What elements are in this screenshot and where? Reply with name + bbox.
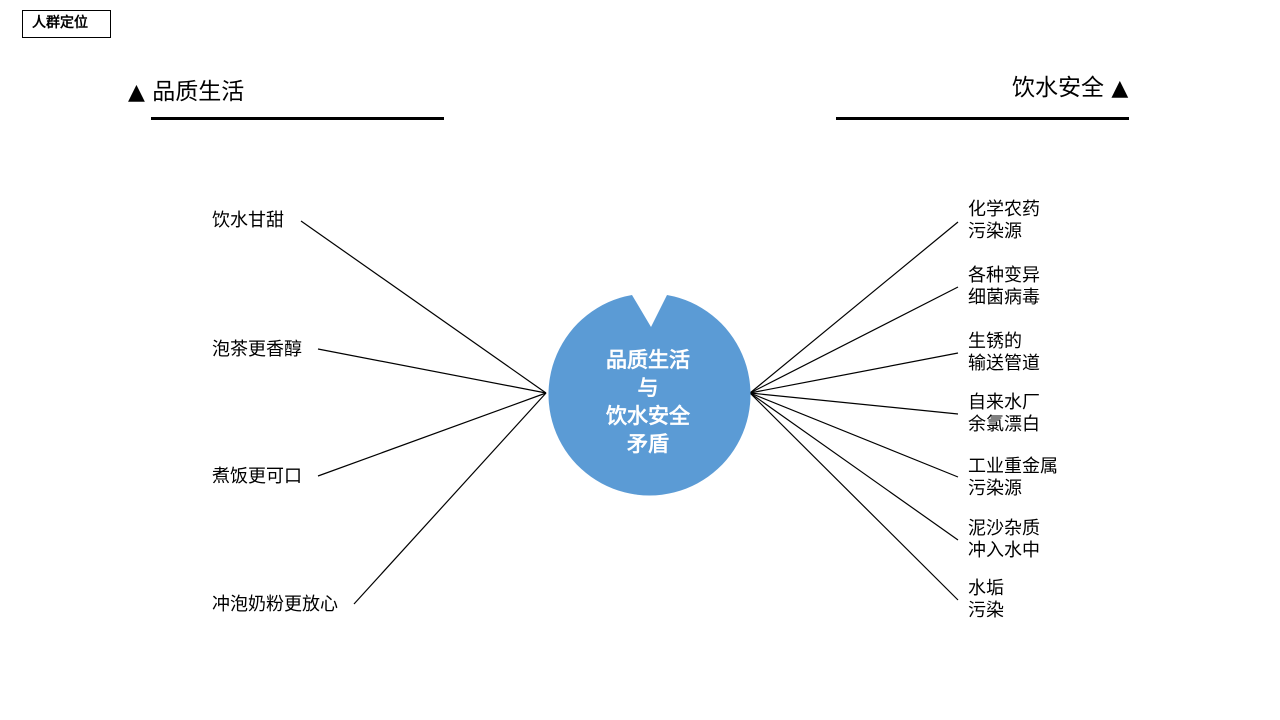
right-item-line: 生锈的 bbox=[968, 331, 1022, 352]
right-item-line: 余氯漂白 bbox=[968, 414, 1040, 435]
center-line-2: 与 bbox=[637, 376, 659, 400]
left-connectors bbox=[300, 220, 547, 605]
right-item-line: 各种变异 bbox=[968, 265, 1040, 286]
heading-quality-life-text: 品质生活 bbox=[152, 79, 245, 105]
right-item-label: 各种变异 细菌病毒 bbox=[968, 265, 1040, 309]
heading-quality-life: ▲ 品质生活 bbox=[128, 78, 244, 107]
triangle-up-icon: ▲ bbox=[128, 80, 145, 105]
connector-line bbox=[300, 220, 547, 394]
right-item-line: 泥沙杂质 bbox=[968, 518, 1040, 539]
triangle-up-icon: ▲ bbox=[1111, 76, 1129, 101]
right-item-line: 冲入水中 bbox=[968, 540, 1040, 561]
right-item-line: 输送管道 bbox=[968, 353, 1040, 374]
connector-line bbox=[353, 392, 547, 605]
center-caption: 品质生活 与 饮水安全 矛盾 bbox=[560, 346, 736, 458]
center-line-1: 品质生活 bbox=[606, 348, 690, 372]
connector-line bbox=[749, 392, 959, 415]
right-item-line: 水垢 bbox=[968, 578, 1004, 599]
heading-right-underline bbox=[836, 117, 1129, 120]
center-line-4: 矛盾 bbox=[627, 432, 669, 456]
right-item-label: 化学农药 污染源 bbox=[968, 199, 1040, 243]
connector-line bbox=[317, 348, 547, 394]
left-item-label: 泡茶更香醇 bbox=[212, 339, 302, 360]
right-item-label: 生锈的 输送管道 bbox=[968, 331, 1040, 375]
connector-line bbox=[749, 392, 959, 478]
right-item-label: 水垢 污染 bbox=[968, 578, 1004, 622]
right-item-line: 污染 bbox=[968, 600, 1004, 621]
left-item-label: 饮水甘甜 bbox=[212, 210, 284, 231]
heading-water-safety-text: 饮水安全 bbox=[1012, 75, 1104, 101]
connector-line bbox=[317, 392, 547, 477]
right-item-line: 污染源 bbox=[968, 221, 1022, 242]
connector-line bbox=[749, 221, 959, 394]
right-item-line: 工业重金属 bbox=[968, 456, 1058, 477]
heading-water-safety: 饮水安全 ▲ bbox=[1012, 74, 1128, 103]
connector-line bbox=[749, 286, 959, 394]
page-tag: 人群定位 bbox=[22, 10, 111, 38]
right-item-line: 自来水厂 bbox=[968, 392, 1040, 413]
right-connectors bbox=[749, 221, 959, 601]
right-item-line: 化学农药 bbox=[968, 199, 1040, 220]
right-item-line: 污染源 bbox=[968, 478, 1022, 499]
right-item-label: 工业重金属 污染源 bbox=[968, 456, 1058, 500]
left-item-label: 煮饭更可口 bbox=[212, 466, 302, 487]
left-item-label: 冲泡奶粉更放心 bbox=[212, 594, 338, 615]
connector-line bbox=[749, 392, 959, 541]
right-item-label: 自来水厂 余氯漂白 bbox=[968, 392, 1040, 436]
right-item-line: 细菌病毒 bbox=[968, 287, 1040, 308]
connector-line bbox=[749, 352, 959, 394]
right-item-label: 泥沙杂质 冲入水中 bbox=[968, 518, 1040, 562]
heading-left-underline bbox=[151, 117, 444, 120]
center-circle bbox=[548, 295, 751, 496]
connector-line bbox=[749, 392, 959, 601]
center-line-3: 饮水安全 bbox=[606, 404, 690, 428]
